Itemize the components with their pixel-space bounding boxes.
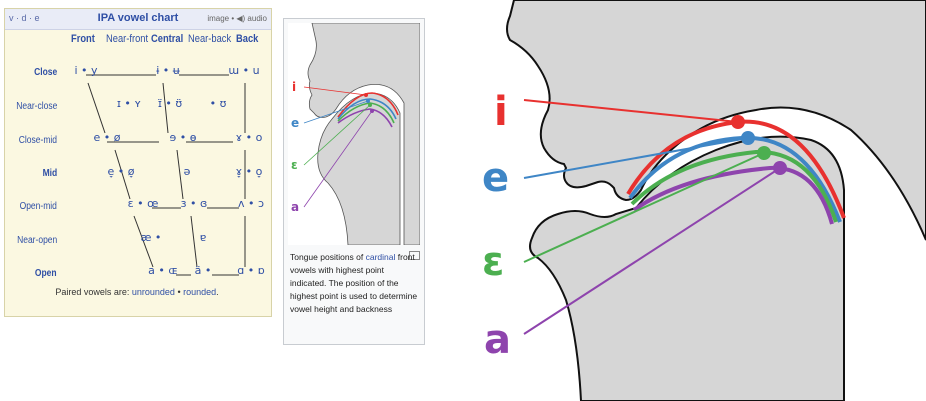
vowel-open-central[interactable]: ä • — [195, 264, 212, 277]
label-e: e — [482, 158, 509, 198]
paired-end: . — [216, 287, 219, 297]
thumb-label-epsilon: ɛ — [291, 159, 298, 171]
highest-point-e — [741, 131, 755, 145]
vowel-close-mid-front[interactable]: e • ø — [94, 131, 121, 144]
vowel-open-mid-central[interactable]: ɜ • ɞ — [181, 197, 208, 210]
thumbnail-image[interactable] — [288, 23, 420, 245]
vowel-close-central[interactable]: ɨ • ʉ — [156, 64, 180, 77]
vowel-close-mid-back[interactable]: ɤ • o — [236, 131, 263, 144]
vowel-near-open-front[interactable]: æ • — [141, 231, 162, 244]
vowel-close-mid-central[interactable]: ɘ • ɵ — [170, 131, 197, 144]
highest-point-i — [731, 115, 745, 129]
highest-point-a — [773, 161, 787, 175]
tongue-position-diagram — [466, 0, 926, 401]
paired-vowels-note: Paired vowels are: unrounded • rounded. — [4, 287, 270, 297]
vowel-near-close-back[interactable]: • ʊ — [210, 97, 227, 110]
ipa-vowel-chart: v · d · e IPA vowel chart image • ◀) aud… — [4, 8, 272, 286]
thumbnail-figure: i e ɛ a Tongue positions of cardinal fro… — [283, 18, 425, 345]
label-i: i — [494, 92, 508, 132]
paired-separator: • — [175, 287, 183, 297]
thumb-label-a: a — [291, 201, 299, 213]
rounded-link[interactable]: rounded — [183, 287, 216, 297]
label-epsilon: ɛ — [482, 242, 504, 282]
vowel-near-open-central[interactable]: ɐ — [200, 231, 207, 244]
unrounded-link[interactable]: unrounded — [132, 287, 175, 297]
vowel-trapezoid — [5, 9, 271, 285]
label-a: a — [484, 320, 511, 360]
vowel-open-front[interactable]: a • ɶ — [148, 264, 178, 277]
thumb-label-i: i — [292, 81, 296, 93]
cardinal-link[interactable]: cardinal — [366, 252, 396, 262]
vowel-close-front[interactable]: i • y — [74, 64, 97, 77]
caption-part-1: Tongue positions of — [290, 252, 366, 262]
vowel-mid-front[interactable]: e̞ • ø̞ — [108, 165, 135, 178]
vowel-near-close-front[interactable]: ɪ • ʏ — [117, 97, 141, 110]
vowel-open-mid-front[interactable]: ɛ • œ — [128, 197, 159, 210]
vowel-open-back[interactable]: ɑ • ɒ — [237, 264, 264, 277]
vowel-near-close-central[interactable]: ɪ̈ • ʊ̈ — [158, 97, 182, 110]
paired-prefix: Paired vowels are: — [55, 287, 132, 297]
thumb-label-e: e — [291, 117, 299, 129]
vowel-mid-central[interactable]: ə — [184, 165, 191, 178]
thumbnail-caption: Tongue positions of cardinal front vowel… — [290, 251, 418, 316]
vowel-close-back[interactable]: ɯ • u — [228, 64, 259, 77]
highest-point-epsilon — [757, 146, 771, 160]
vowel-mid-back[interactable]: ɤ̞ • o̞ — [236, 165, 263, 178]
vowel-open-mid-back[interactable]: ʌ • ɔ — [238, 197, 264, 210]
